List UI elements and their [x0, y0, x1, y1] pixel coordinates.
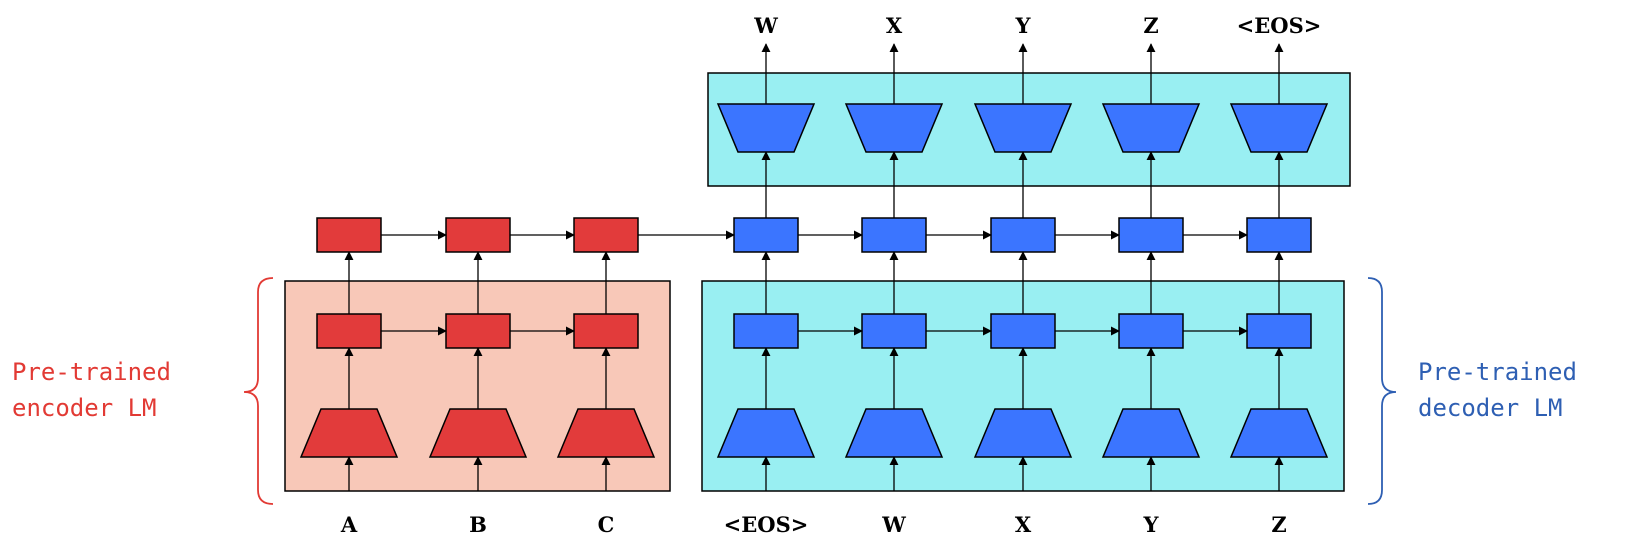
decoder-upper-cell: [990, 217, 1056, 253]
encoder-lower-cell: [445, 313, 511, 349]
decoder-lower-cell: [1246, 313, 1312, 349]
decoder-softmax-trapezoid: [973, 103, 1073, 153]
decoder-embedding-trapezoid: [1229, 408, 1329, 458]
decoder-upper-cell: [1118, 217, 1184, 253]
encoder-lower-cell: [316, 313, 382, 349]
decoder-embedding-trapezoid: [716, 408, 816, 458]
encoder-lower-cell: [573, 313, 639, 349]
encoder-label-line1: Pre-trained: [12, 358, 171, 386]
decoder-upper-cell: [861, 217, 927, 253]
decoder-lower-cell: [990, 313, 1056, 349]
decoder-upper-cell: [733, 217, 799, 253]
decoder-softmax-trapezoid: [1101, 103, 1201, 153]
decoder-output-token: X: [886, 13, 903, 38]
decoder-output-token: <EOS>: [1237, 13, 1322, 38]
diagram-tokens: A B C <EOS> W W X X Y Y Z Z <EOS>: [340, 13, 1321, 537]
decoder-upper-cell: [1246, 217, 1312, 253]
encoder-embedding-trapezoid: [428, 408, 528, 458]
diagram-blocks: [299, 43, 1329, 491]
decoder-output-token: Y: [1015, 13, 1032, 38]
encoder-brace: [243, 277, 274, 505]
encoder-embedding-trapezoid: [299, 408, 399, 458]
decoder-label-line1: Pre-trained: [1418, 358, 1577, 386]
decoder-input-token: <EOS>: [724, 512, 809, 537]
encoder-input-token: A: [340, 512, 358, 537]
encoder-label-line2: encoder LM: [12, 394, 157, 422]
decoder-output-token: W: [753, 13, 778, 38]
decoder-output-token: Z: [1143, 13, 1158, 38]
decoder-input-token: Y: [1143, 512, 1160, 537]
decoder-softmax-trapezoid: [844, 103, 944, 153]
encoder-embedding-trapezoid: [556, 408, 656, 458]
decoder-lower-cell: [1118, 313, 1184, 349]
decoder-softmax-trapezoid: [716, 103, 816, 153]
decoder-label-line2: decoder LM: [1418, 394, 1563, 422]
encoder-upper-cell: [573, 217, 639, 253]
decoder-embedding-trapezoid: [1101, 408, 1201, 458]
decoder-input-token: X: [1015, 512, 1032, 537]
encoder-upper-cell: [445, 217, 511, 253]
decoder-input-token: W: [881, 512, 906, 537]
decoder-embedding-trapezoid: [844, 408, 944, 458]
encoder-input-token: B: [469, 512, 487, 537]
decoder-lower-cell: [861, 313, 927, 349]
decoder-lower-cell: [733, 313, 799, 349]
encoder-upper-cell: [316, 217, 382, 253]
decoder-input-token: Z: [1271, 512, 1286, 537]
encoder-input-token: C: [598, 512, 615, 537]
decoder-embedding-trapezoid: [973, 408, 1073, 458]
decoder-softmax-trapezoid: [1229, 103, 1329, 153]
decoder-brace: [1367, 277, 1397, 505]
